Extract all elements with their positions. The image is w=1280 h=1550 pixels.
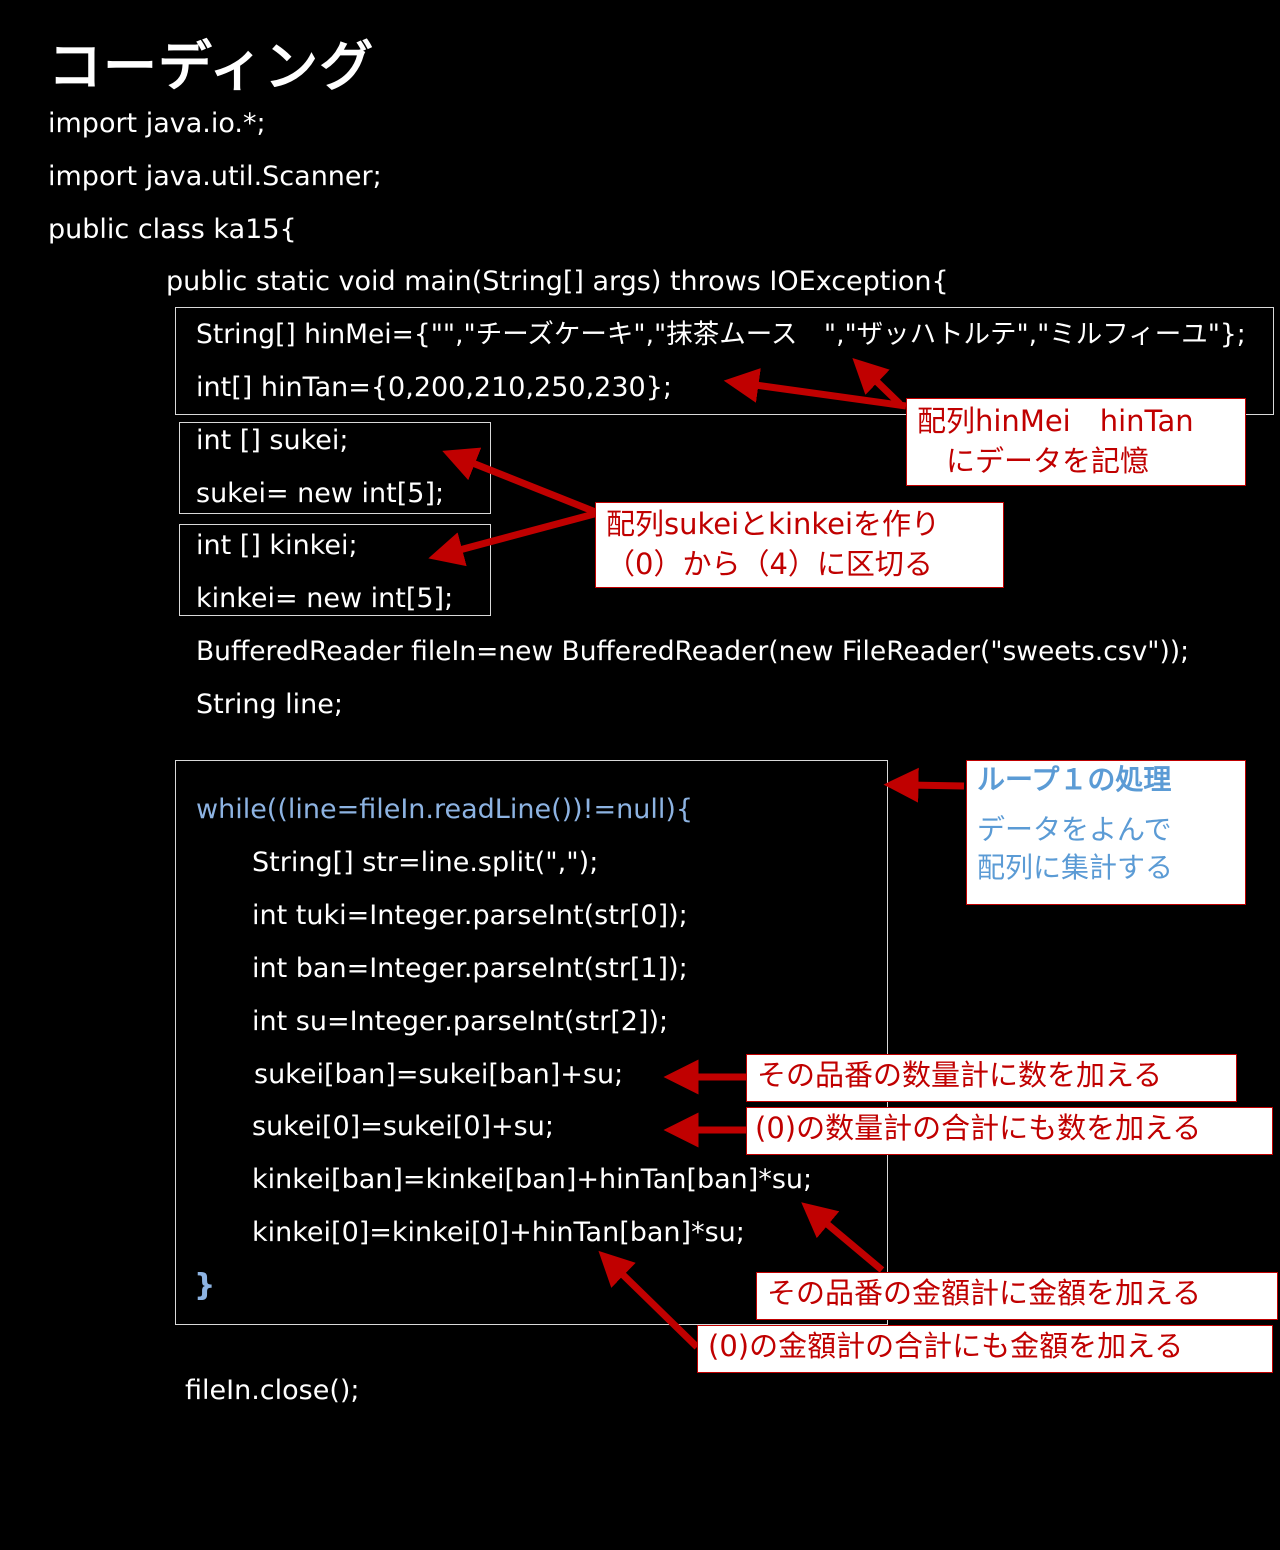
code-split-line: String[] str=line.split(","); (252, 847, 599, 878)
code-import-scanner: import java.util.Scanner; (48, 161, 382, 192)
callout-loop-line2: 配列に集計する (977, 851, 1174, 884)
code-sukei-zero: sukei[0]=sukei[0]+su; (252, 1111, 554, 1142)
code-su-line: int su=Integer.parseInt(str[2]); (252, 1006, 669, 1037)
code-kinkei-ban: kinkei[ban]=kinkei[ban]+hinTan[ban]*su; (252, 1164, 813, 1195)
code-hinmei-declaration: String[] hinMei={"","チーズケーキ","抹茶ムース ","ザ… (196, 319, 1246, 350)
callout-array-create-line2: （0）から（4）に区切る (606, 547, 933, 581)
callout-amount-item: その品番の金額計に金額を加える (756, 1272, 1278, 1320)
code-import-io: import java.io.*; (48, 108, 266, 139)
code-while-head: while((line=fileIn.readLine())!=null){ (196, 794, 694, 825)
code-sukei-declaration: int [] sukei; (196, 425, 349, 456)
code-while-close: } (194, 1268, 216, 1303)
callout-array-store: 配列hinMei hinTan にデータを記憶 (906, 398, 1246, 486)
callout-array-store-line1: 配列hinMei hinTan (917, 404, 1194, 438)
code-hintan-declaration: int[] hinTan={0,200,210,250,230}; (196, 372, 672, 403)
page-title: コーディング (48, 35, 375, 98)
code-close-line: fileIn.close(); (185, 1375, 360, 1406)
code-kinkei-declaration: int [] kinkei; (196, 530, 358, 561)
code-reader-declaration: BufferedReader fileIn=new BufferedReader… (196, 636, 1190, 667)
callout-array-create-line1: 配列sukeiとkinkeiを作り (606, 507, 941, 541)
callout-qty-item: その品番の数量計に数を加える (746, 1054, 1237, 1102)
code-line-declaration: String line; (196, 689, 343, 720)
code-ban-line: int ban=Integer.parseInt(str[1]); (252, 953, 688, 984)
callout-array-store-line2: にデータを記憶 (917, 444, 1150, 478)
callout-array-create: 配列sukeiとkinkeiを作り （0）から（4）に区切る (595, 502, 1004, 588)
callout-qty-total: (0)の数量計の合計にも数を加える (746, 1107, 1273, 1155)
code-kinkei-new: kinkei= new int[5]; (196, 583, 454, 614)
arrow-to-loop-box (883, 767, 965, 803)
code-kinkei-zero: kinkei[0]=kinkei[0]+hinTan[ban]*su; (252, 1217, 745, 1248)
callout-loop-line1: データをよんで (977, 813, 1172, 846)
code-tuki-line: int tuki=Integer.parseInt(str[0]); (252, 900, 688, 931)
loop-box (175, 760, 888, 1325)
callout-loop: ループ１の処理 データをよんで 配列に集計する (966, 760, 1246, 905)
code-class-declaration: public class ka15{ (48, 214, 297, 245)
array-init-box (175, 307, 1274, 415)
callout-loop-heading: ループ１の処理 (977, 763, 1172, 796)
code-main-declaration: public static void main(String[] args) t… (166, 266, 949, 297)
code-sukei-new: sukei= new int[5]; (196, 478, 445, 509)
kinkei-box (179, 524, 491, 616)
callout-amount-total: (0)の金額計の合計にも金額を加える (697, 1325, 1273, 1373)
code-sukei-ban: sukei[ban]=sukei[ban]+su; (254, 1059, 624, 1090)
